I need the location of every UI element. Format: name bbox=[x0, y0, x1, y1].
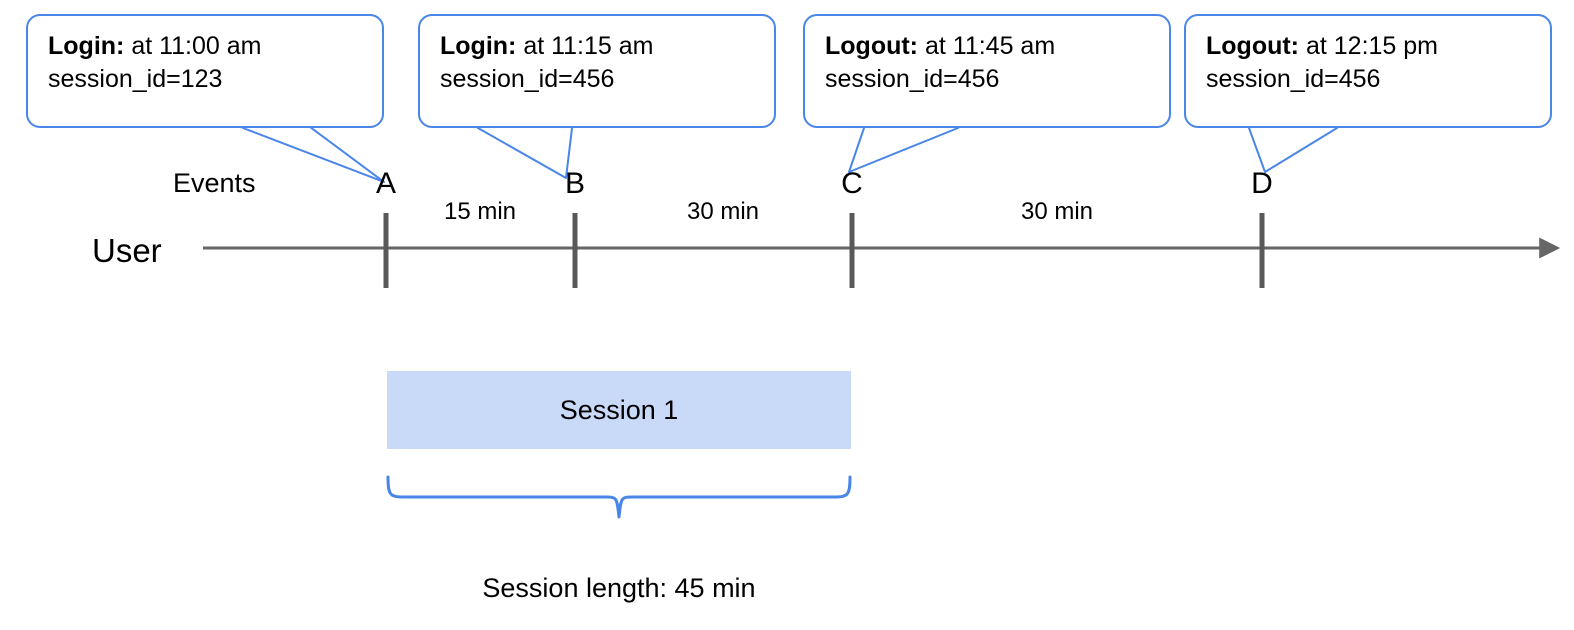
callout-d-time: at 12:15 pm bbox=[1305, 32, 1438, 60]
callout-event-a: Login: at 11:00 am session_id=123 bbox=[26, 14, 384, 128]
event-letter-d: D bbox=[1251, 167, 1273, 200]
callout-b-line1: Login: at 11:15 am bbox=[440, 30, 758, 63]
interval-label-a-b: 15 min bbox=[443, 198, 517, 225]
callout-d-session: session_id=456 bbox=[1206, 65, 1381, 93]
session-bar-label: Session 1 bbox=[559, 394, 679, 425]
callout-c-type: Logout: bbox=[825, 32, 919, 60]
callout-a-line1: Login: at 11:00 am bbox=[48, 30, 366, 63]
session-length-caption: Session length: 45 min bbox=[482, 573, 756, 603]
event-letter-c: C bbox=[841, 167, 863, 200]
user-row-label: User bbox=[92, 232, 162, 269]
session-bar: Session 1 bbox=[387, 371, 851, 449]
callout-a-type: Login: bbox=[48, 32, 125, 60]
callout-event-c: Logout: at 11:45 am session_id=456 bbox=[803, 14, 1171, 128]
callout-tail-d bbox=[1248, 127, 1338, 173]
callout-b-time: at 11:15 am bbox=[523, 32, 654, 60]
interval-label-b-c: 30 min bbox=[686, 198, 760, 225]
callout-a-session: session_id=123 bbox=[48, 65, 223, 93]
event-letter-a: A bbox=[375, 167, 396, 200]
callout-b-type: Login: bbox=[440, 32, 517, 60]
callout-c-line1: Logout: at 11:45 am bbox=[825, 30, 1153, 63]
event-letter-b: B bbox=[564, 167, 585, 200]
callout-c-session: session_id=456 bbox=[825, 65, 1000, 93]
interval-label-c-d: 30 min bbox=[1020, 198, 1094, 225]
events-row-label: Events bbox=[173, 168, 256, 198]
callout-b-session: session_id=456 bbox=[440, 65, 615, 93]
callout-d-line1: Logout: at 12:15 pm bbox=[1206, 30, 1534, 63]
session-brace bbox=[386, 475, 852, 519]
callout-c-time: at 11:45 am bbox=[924, 32, 1056, 60]
callout-a-time: at 11:00 am bbox=[131, 32, 262, 60]
callout-event-d: Logout: at 12:15 pm session_id=456 bbox=[1184, 14, 1552, 128]
callout-tail-c bbox=[848, 127, 959, 173]
callout-d-type: Logout: bbox=[1206, 32, 1300, 60]
callout-tail-a bbox=[242, 126, 385, 183]
callout-tail-b bbox=[477, 127, 573, 179]
callout-event-b: Login: at 11:15 am session_id=456 bbox=[418, 14, 776, 128]
